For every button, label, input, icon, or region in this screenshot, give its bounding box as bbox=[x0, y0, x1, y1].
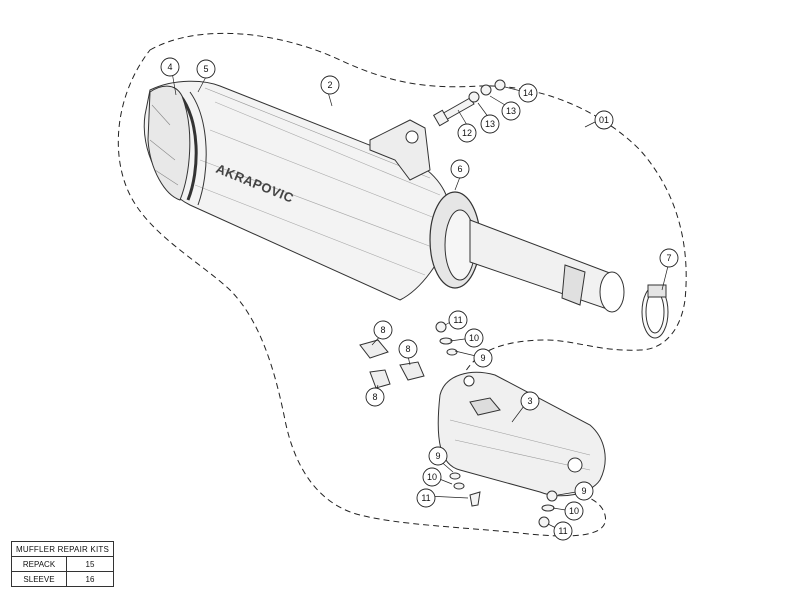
table-row: SLEEVE 16 bbox=[11, 571, 114, 587]
callout-4: 4 bbox=[160, 57, 180, 77]
callout-11b-label: 11 bbox=[421, 493, 430, 503]
callout-2-label: 2 bbox=[327, 80, 332, 90]
exhaust-clamp bbox=[641, 284, 669, 339]
callout-11c-label: 11 bbox=[558, 526, 567, 536]
screws-and-washers bbox=[435, 321, 558, 528]
repair-kits-table: MUFFLER REPAIR KITS REPACK 15 SLEEVE 16 bbox=[11, 541, 114, 587]
callout-9b-label: 9 bbox=[435, 451, 440, 461]
callout-13b: 13 bbox=[501, 101, 521, 121]
callout-6-label: 6 bbox=[457, 164, 462, 174]
callout-7-label: 7 bbox=[666, 253, 671, 263]
kit-boundary-dashed bbox=[117, 32, 687, 537]
callout-10c: 10 bbox=[564, 501, 584, 521]
callout-12-label: 12 bbox=[462, 128, 472, 138]
bolt-and-washers bbox=[432, 79, 506, 127]
kit-part-cell: 16 bbox=[66, 571, 114, 587]
kit-part-cell: 15 bbox=[66, 556, 114, 572]
callout-10a-label: 10 bbox=[469, 333, 479, 343]
callout-2: 2 bbox=[320, 75, 340, 95]
callout-9c-label: 9 bbox=[581, 486, 586, 496]
callout-11a: 11 bbox=[448, 310, 468, 330]
callout-13a: 13 bbox=[480, 114, 500, 134]
callout-6: 6 bbox=[450, 159, 470, 179]
callout-11b: 11 bbox=[416, 488, 436, 508]
callout-8a: 8 bbox=[373, 320, 393, 340]
callout-10b: 10 bbox=[422, 467, 442, 487]
speed-nuts bbox=[359, 339, 425, 389]
callout-13b-label: 13 bbox=[506, 106, 516, 116]
callout-14: 14 bbox=[518, 83, 538, 103]
callout-11a-label: 11 bbox=[453, 315, 462, 325]
callout-13a-label: 13 bbox=[485, 119, 495, 129]
callout-12: 12 bbox=[457, 123, 477, 143]
link-pipe bbox=[469, 219, 625, 313]
table-row: REPACK 15 bbox=[11, 556, 114, 572]
muffler-body: AKRAPOVIC bbox=[143, 80, 481, 301]
callout-10a: 10 bbox=[464, 328, 484, 348]
callout-9a-label: 9 bbox=[480, 353, 485, 363]
callout-5-label: 5 bbox=[203, 64, 208, 74]
repair-kits-title: MUFFLER REPAIR KITS bbox=[11, 541, 114, 557]
callout-8b: 8 bbox=[398, 339, 418, 359]
callout-9b: 9 bbox=[428, 446, 448, 466]
callout-4-label: 4 bbox=[167, 62, 172, 72]
callout-9a: 9 bbox=[473, 348, 493, 368]
callout-3-label: 3 bbox=[527, 396, 532, 406]
callout-3: 3 bbox=[520, 391, 540, 411]
callout-14-label: 14 bbox=[523, 88, 533, 98]
callout-01-label: 01 bbox=[599, 115, 609, 125]
callout-9c: 9 bbox=[574, 481, 594, 501]
callout-8a-label: 8 bbox=[380, 325, 385, 335]
callout-11c: 11 bbox=[553, 521, 573, 541]
kit-name-cell: REPACK bbox=[11, 556, 67, 572]
callout-5: 5 bbox=[196, 59, 216, 79]
callout-bubbles: 01 2 3 4 5 6 7 8 8 8 11 10 9 12 13 13 14… bbox=[160, 57, 679, 541]
callout-8c: 8 bbox=[365, 387, 385, 407]
callout-7: 7 bbox=[659, 248, 679, 268]
kit-name-cell: SLEEVE bbox=[11, 571, 67, 587]
callout-10b-label: 10 bbox=[427, 472, 437, 482]
callout-10c-label: 10 bbox=[569, 506, 579, 516]
callout-8c-label: 8 bbox=[372, 392, 377, 402]
callout-01: 01 bbox=[594, 110, 614, 130]
callout-8b-label: 8 bbox=[405, 344, 410, 354]
heat-shield bbox=[437, 371, 606, 497]
